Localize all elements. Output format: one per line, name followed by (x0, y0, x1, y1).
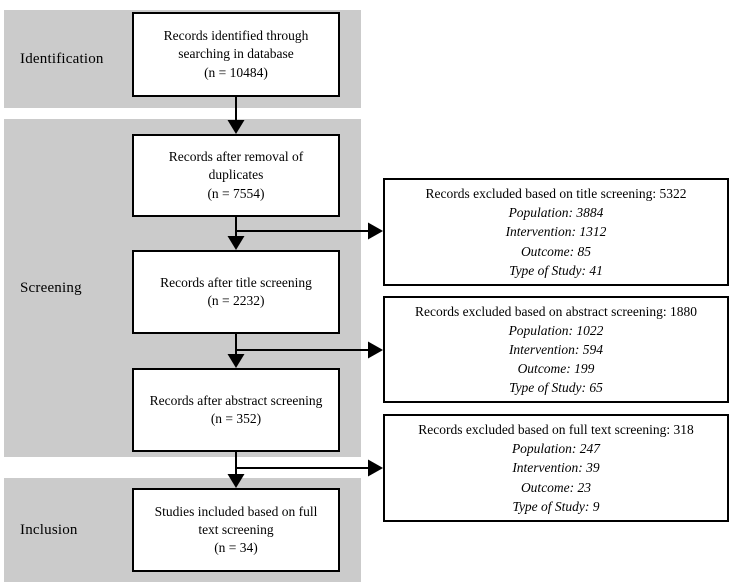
exclusion-reason-population: Population: 3884 (508, 205, 604, 221)
stage-label-identification: Identification (20, 50, 104, 67)
flow-box-count: (n = 10484) (204, 64, 268, 80)
exclusion-title: Records excluded based on title screenin… (425, 186, 687, 202)
exclusion-title: Records excluded based on full text scre… (418, 422, 694, 438)
flow-box-after-title-screening: Records after title screening (n = 2232) (132, 250, 340, 334)
exclusion-title: Records excluded based on abstract scree… (415, 303, 697, 319)
exclusion-reason-type-of-study: Type of Study: 9 (512, 498, 600, 514)
stage-label-screening: Screening (20, 279, 82, 296)
flow-box-records-identified: Records identified through searching in … (132, 12, 340, 97)
flow-box-count: (n = 7554) (207, 185, 265, 201)
flow-box-after-abstract-screening: Records after abstract screening (n = 35… (132, 368, 340, 452)
exclusion-reason-type-of-study: Type of Study: 41 (509, 262, 603, 278)
flow-box-count: (n = 34) (214, 540, 258, 556)
flow-box-count: (n = 352) (210, 411, 262, 426)
exclusion-reason-outcome: Outcome: 85 (520, 243, 592, 259)
flow-box-label: Records after abstract screening (149, 392, 323, 408)
exclusion-reason-outcome: Outcome: 23 (520, 479, 592, 495)
exclusion-reason-intervention: Intervention: 39 (512, 460, 600, 476)
arrowhead-right-1 (368, 222, 383, 240)
exclusion-reason-intervention: Intervention: 1312 (505, 224, 607, 240)
exclusion-reason-population: Population: 247 (511, 441, 601, 457)
flow-box-label: Records after title screening (160, 274, 312, 290)
arrowhead-right-2 (368, 341, 383, 359)
exclusion-reason-population: Population: 1022 (508, 322, 604, 338)
exclusion-reason-intervention: Intervention: 594 (508, 341, 604, 357)
stage-label-inclusion: Inclusion (20, 521, 78, 538)
flow-box-studies-included: Studies included based on full text scre… (132, 488, 340, 572)
flow-box-label: Records identified through searching in … (163, 28, 309, 62)
flow-box-label: Records after removal of duplicates (168, 149, 304, 183)
exclusion-reason-outcome: Outcome: 199 (517, 361, 595, 377)
exclusion-box-full-text-screening: Records excluded based on full text scre… (383, 414, 729, 522)
flow-box-after-duplicates: Records after removal of duplicates (n =… (132, 134, 340, 217)
flow-box-count: (n = 2232) (207, 293, 265, 308)
flow-box-label: Studies included based on full text scre… (154, 503, 318, 537)
exclusion-box-abstract-screening: Records excluded based on abstract scree… (383, 296, 729, 403)
exclusion-box-title-screening: Records excluded based on title screenin… (383, 178, 729, 286)
exclusion-reason-type-of-study: Type of Study: 65 (509, 380, 603, 396)
arrowhead-right-3 (368, 459, 383, 477)
